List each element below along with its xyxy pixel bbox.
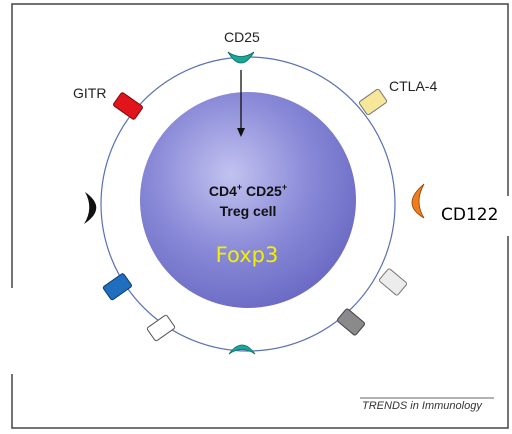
cd122-label: CD122: [441, 205, 498, 225]
gray-receptor: [336, 308, 366, 336]
blue-receptor: [102, 273, 132, 301]
cd122-receptor: [411, 183, 425, 219]
ctla4-receptor: [358, 88, 388, 116]
cell-label-line2: Treg cell: [220, 203, 277, 219]
left-crescent-receptor: [84, 192, 97, 224]
signal-arrow-head: [237, 128, 245, 137]
cd25-label: CD25: [224, 29, 260, 45]
white-receptor-left: [146, 314, 176, 342]
gitr-label: GITR: [73, 85, 106, 101]
cell-label-line1: CD4+ CD25+: [209, 182, 287, 199]
foxp3-label: Foxp3: [216, 243, 279, 267]
light-gray-receptor: [378, 268, 408, 296]
source-credit: TRENDS in Immunology: [362, 400, 483, 412]
left-white-patch: [0, 288, 100, 374]
cd25-receptor: [227, 51, 255, 64]
right-white-patch: [430, 196, 512, 236]
gitr-receptor: [113, 92, 143, 120]
ctla4-label: CTLA-4: [389, 78, 437, 94]
bottom-teal-receptor: [228, 344, 256, 355]
nucleus: [140, 92, 356, 308]
